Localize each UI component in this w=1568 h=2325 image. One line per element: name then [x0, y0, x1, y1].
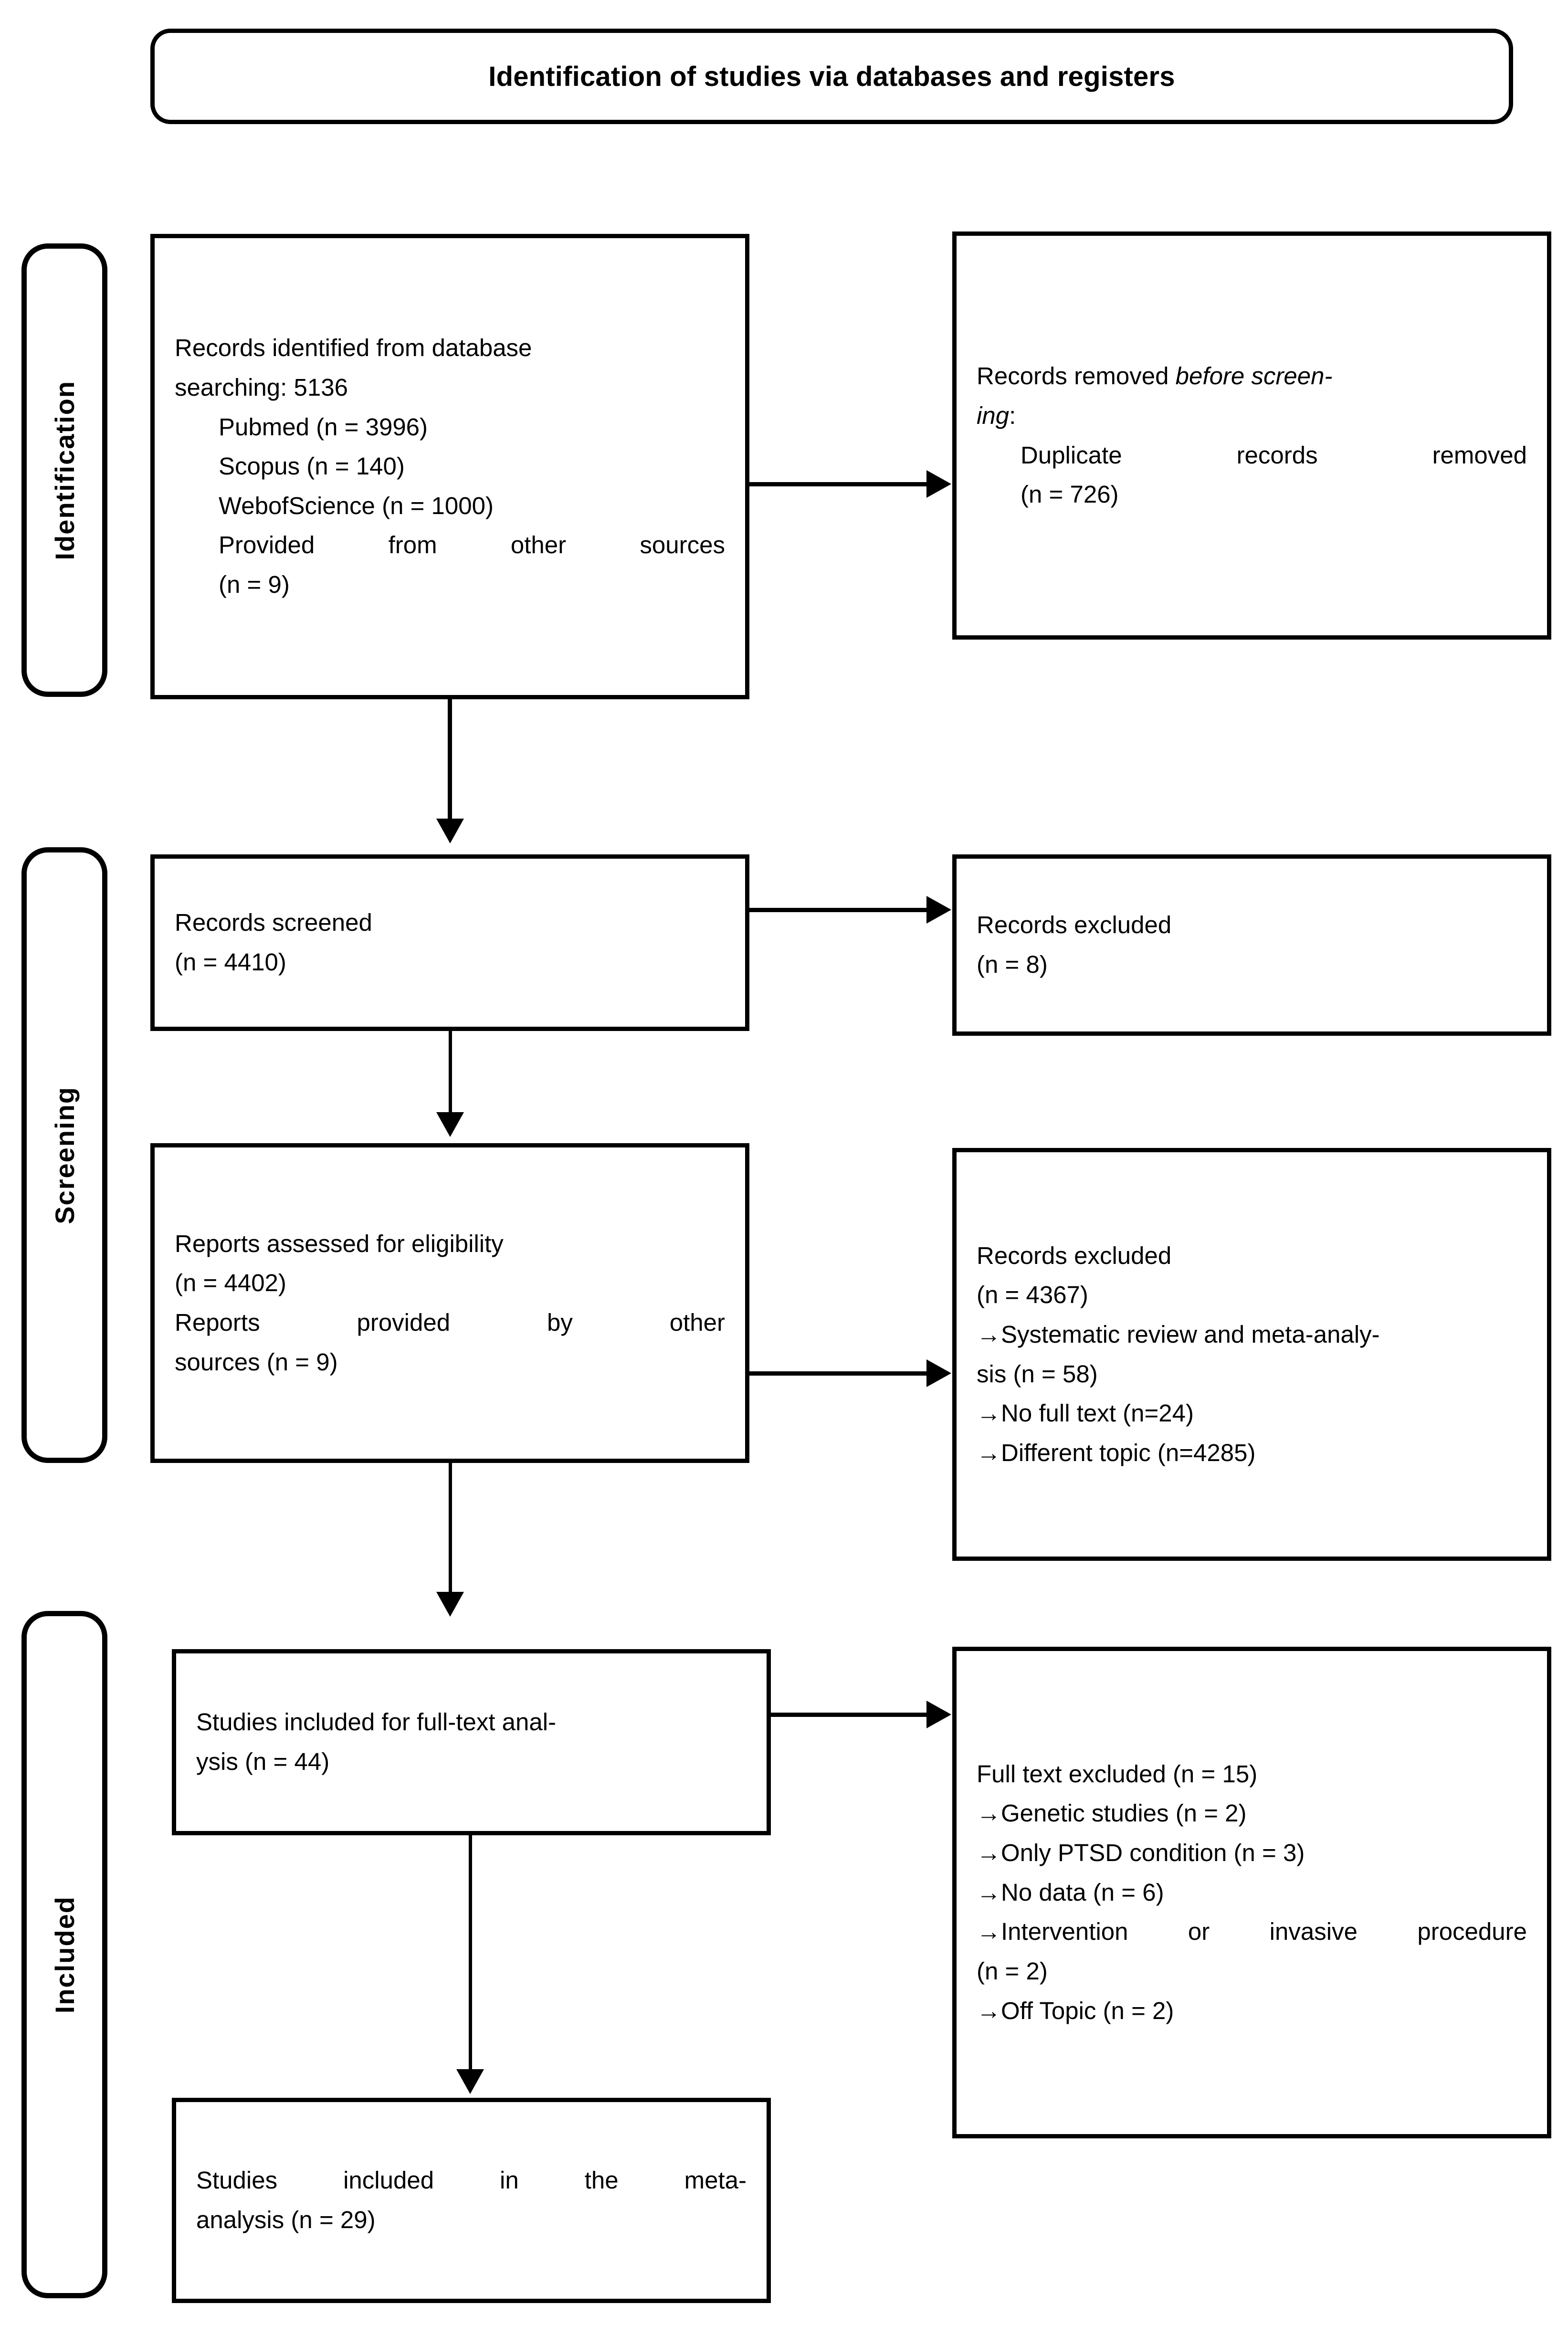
fulltext-excluded-reason-intervention-n: (n = 2) — [977, 1957, 1048, 1985]
studies-included-fulltext-line2: ysis (n = 44) — [196, 1748, 330, 1775]
connector-fulltext-to-excluded-arrowhead — [926, 1701, 951, 1728]
connector-eligibility-to-fulltext-arrowhead — [436, 1592, 464, 1617]
records-excluded-1-line1: Records excluded — [977, 911, 1172, 939]
connector-identified-to-screened-arrowhead — [436, 819, 464, 843]
records-removed-line2-colon: : — [1009, 401, 1016, 429]
records-removed-duplicates: Duplicate records removed — [1021, 441, 1527, 469]
box-studies-included-metaanalysis: Studies included in the meta- analysis (… — [172, 2098, 771, 2303]
box-reports-assessed-eligibility: Reports assessed for eligibility (n = 44… — [150, 1143, 749, 1463]
records-identified-line2: searching: 5136 — [175, 373, 348, 401]
stage-label-included-text: Included — [49, 1895, 80, 2014]
records-removed-line1: Records removed before screen- — [977, 357, 1527, 396]
fulltext-excluded-reason-ptsd: →Only PTSD condition (n = 3) — [977, 1839, 1305, 1867]
connector-screened-to-excluded1-line — [749, 908, 926, 912]
stage-label-screening-text: Screening — [49, 1086, 80, 1224]
records-screened-line2: (n = 4410) — [175, 948, 286, 976]
records-excluded-2-reason-systematic-review: →Systematic review and meta-analy- — [977, 1320, 1380, 1348]
records-excluded-2-reason-different-topic: →Different topic (n=4285) — [977, 1439, 1256, 1466]
records-excluded-2-line2: (n = 4367) — [977, 1281, 1088, 1309]
records-excluded-2-reason-no-full-text: →No full text (n=24) — [977, 1399, 1194, 1427]
connector-eligibility-to-excluded2-arrowhead — [926, 1359, 951, 1387]
connector-screened-to-excluded1-arrowhead — [926, 896, 951, 924]
connector-eligibility-to-fulltext-line — [449, 1463, 452, 1594]
box-records-screened: Records screened (n = 4410) — [150, 854, 749, 1031]
fulltext-excluded-reason-genetic: →Genetic studies (n = 2) — [977, 1799, 1247, 1827]
records-identified-webofscience: WebofScience (n = 1000) — [219, 492, 494, 519]
records-removed-line2-italic: ing — [977, 401, 1010, 429]
stage-label-included: Included — [21, 1611, 107, 2298]
stage-label-screening: Screening — [21, 847, 107, 1463]
box-records-excluded-screening: Records excluded (n = 8) — [952, 854, 1551, 1036]
records-excluded-2-reason-systematic-review-cont: sis (n = 58) — [977, 1360, 1098, 1388]
fulltext-excluded-reason-no-data: →No data (n = 6) — [977, 1878, 1164, 1906]
box-fulltext-excluded: Full text excluded (n = 15) →Genetic stu… — [952, 1647, 1551, 2138]
stage-label-identification: Identification — [21, 243, 107, 697]
connector-fulltext-to-metaanalysis-line — [469, 1835, 472, 2072]
reports-assessed-line1: Reports assessed for eligibility — [175, 1230, 504, 1257]
records-removed-line1-plain: Records removed — [977, 362, 1176, 390]
connector-fulltext-to-excluded-line — [771, 1713, 926, 1717]
connector-screened-to-eligibility-arrowhead — [436, 1112, 464, 1137]
fulltext-excluded-line1: Full text excluded (n = 15) — [977, 1760, 1258, 1788]
records-identified-line1: Records identified from database — [175, 334, 532, 362]
connector-eligibility-to-excluded2-line — [749, 1371, 926, 1376]
studies-metaanalysis-line1: Studies included in the meta- — [196, 2167, 747, 2194]
reports-provided-other-line2: sources (n = 9) — [175, 1348, 338, 1376]
connector-screened-to-eligibility-line — [449, 1031, 452, 1115]
box-records-removed-before-screening: Records removed before screen- ing: Dupl… — [952, 231, 1551, 640]
box-studies-included-fulltext: Studies included for full-text anal- ysi… — [172, 1649, 771, 1835]
connector-identified-to-screened-line — [448, 699, 452, 821]
connector-identified-to-removed-line — [749, 482, 926, 486]
records-removed-line1-italic: before screen- — [1175, 362, 1333, 390]
records-excluded-2-line1: Records excluded — [977, 1241, 1172, 1269]
box-records-excluded-eligibility: Records excluded (n = 4367) →Systematic … — [952, 1148, 1551, 1561]
studies-metaanalysis-line2: analysis (n = 29) — [196, 2206, 376, 2233]
records-identified-other-sources: Provided from other sources — [219, 531, 725, 559]
reports-assessed-line2: (n = 4402) — [175, 1269, 286, 1297]
connector-fulltext-to-metaanalysis-arrowhead — [456, 2069, 484, 2094]
reports-provided-other-line1: Reports provided by other — [175, 1309, 725, 1336]
connector-identified-to-removed-arrowhead — [926, 470, 951, 498]
fulltext-excluded-reason-intervention: →Intervention or invasive procedure — [977, 1918, 1527, 1946]
box-records-identified: Records identified from database searchi… — [150, 234, 749, 699]
records-identified-pubmed: Pubmed (n = 3996) — [219, 413, 428, 441]
records-removed-duplicates-n: (n = 726) — [1021, 481, 1119, 508]
studies-included-fulltext-line1: Studies included for full-text anal- — [196, 1708, 557, 1736]
fulltext-excluded-reason-off-topic: →Off Topic (n = 2) — [977, 1997, 1174, 2024]
records-identified-other-sources-n: (n = 9) — [219, 571, 290, 599]
records-removed-line2: ing: — [977, 396, 1527, 436]
diagram-title: Identification of studies via databases … — [488, 61, 1175, 92]
records-identified-scopus: Scopus (n = 140) — [219, 452, 405, 480]
records-screened-line1: Records screened — [175, 909, 372, 936]
stage-label-identification-text: Identification — [49, 380, 80, 560]
diagram-title-banner: Identification of studies via databases … — [150, 29, 1513, 124]
records-excluded-1-line2: (n = 8) — [977, 951, 1048, 978]
